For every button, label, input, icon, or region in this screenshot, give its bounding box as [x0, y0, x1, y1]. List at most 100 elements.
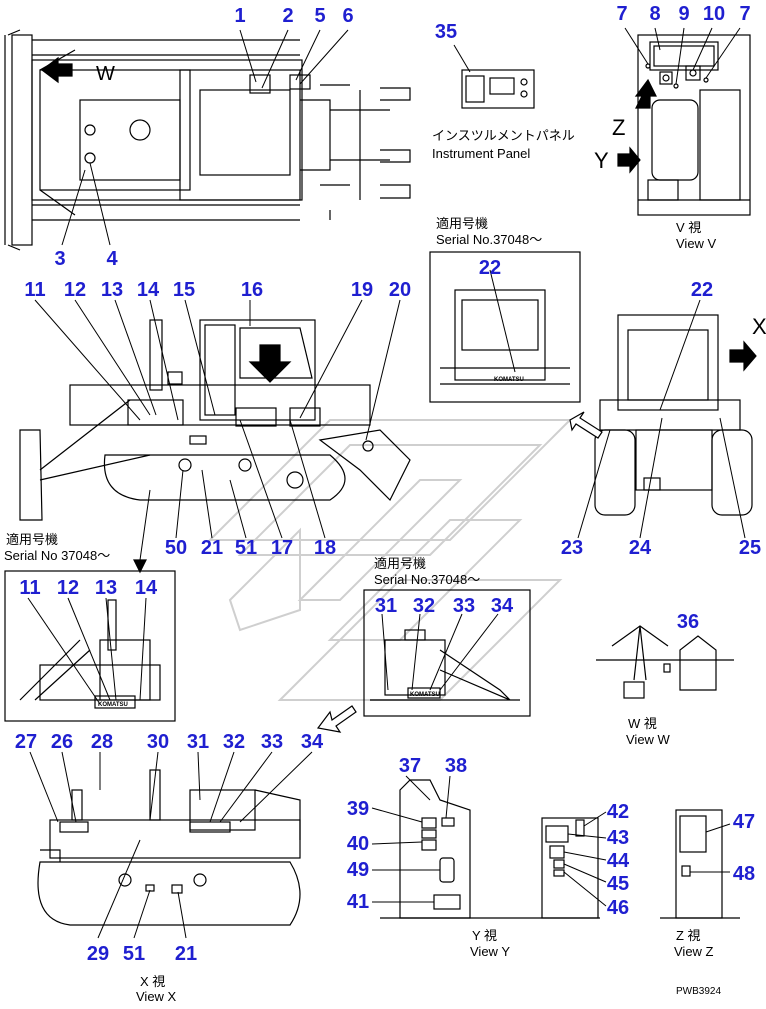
rear-serial-jp: 適用号機 [436, 216, 488, 231]
rear-brand-label: KOMATSU [494, 377, 524, 383]
callout-12: 12 [64, 279, 86, 301]
callout-51b: 51 [123, 943, 145, 965]
top-view-drawing [4, 29, 411, 251]
callout-23: 23 [561, 537, 583, 559]
callout-8: 8 [649, 3, 660, 25]
mid-brand-label: KOMATSU [410, 692, 440, 698]
callout-30: 30 [147, 731, 169, 753]
callout-49: 49 [347, 859, 369, 881]
callout-32a: 32 [413, 595, 435, 617]
view-y-drawing [371, 775, 607, 919]
rear-view-drawing [594, 314, 753, 516]
side-inset-frame [4, 570, 176, 722]
callout-inset-12: 12 [57, 577, 79, 599]
callout-39: 39 [347, 798, 369, 820]
callout-40: 40 [347, 833, 369, 855]
callout-16: 16 [241, 279, 263, 301]
arrow-y [617, 146, 641, 174]
callout-18: 18 [314, 537, 336, 559]
callout-inset-11: 11 [19, 577, 40, 599]
callout-48: 48 [733, 863, 755, 885]
callout-34b: 34 [301, 731, 324, 753]
callout-13: 13 [101, 279, 123, 301]
callout-7a: 7 [616, 3, 627, 25]
view-v-leaders [624, 27, 741, 85]
callout-9: 9 [678, 3, 689, 25]
callout-27: 27 [15, 731, 37, 753]
callout-22a: 22 [479, 257, 501, 279]
letter-x: X [752, 314, 766, 339]
callout-layer: 1 2 5 6 3 4 35 7 8 9 10 7 11 12 13 14 15… [15, 3, 761, 965]
callout-51a: 51 [235, 537, 257, 559]
view-w-caption-jp: W 視 [628, 716, 657, 731]
callout-34a: 34 [491, 595, 514, 617]
callout-41: 41 [347, 891, 369, 913]
view-y-caption-jp: Y 視 [472, 928, 497, 943]
mid-serial-frame [363, 589, 531, 717]
mid-serial-jp: 適用号機 [374, 556, 426, 571]
callout-33b: 33 [261, 731, 283, 753]
drawing-code: PWB3924 [676, 986, 721, 997]
instrument-panel-drawing [453, 44, 535, 109]
top-view-leaders [61, 29, 349, 246]
arrow-to-inset [133, 559, 147, 574]
mid-serial-en: Serial No.37048～ [374, 572, 480, 587]
callout-20: 20 [389, 279, 411, 301]
callout-33a: 33 [453, 595, 475, 617]
view-v-caption-jp: V 視 [676, 220, 701, 235]
callout-26: 26 [51, 731, 73, 753]
callout-46: 46 [607, 897, 629, 919]
instrument-panel-label-en: Instrument Panel [432, 146, 530, 161]
side-view-drawing [19, 319, 411, 521]
arrow-z [634, 78, 657, 109]
view-v-caption-en: View V [676, 236, 717, 251]
callout-5: 5 [314, 5, 325, 27]
callout-25: 25 [739, 537, 761, 559]
label-layer: W インスツルメントパネル Instrument Panel Z Y V 視 V… [4, 63, 766, 1004]
callout-1: 1 [234, 5, 245, 27]
arrow-rear-pointer [569, 411, 603, 439]
callout-21b: 21 [175, 943, 197, 965]
callout-4: 4 [106, 248, 118, 270]
view-y-caption-en: View Y [470, 944, 510, 959]
callout-3: 3 [54, 248, 65, 270]
rear-serial-en: Serial No.37048～ [436, 232, 542, 247]
rear-serial-drawing [440, 269, 570, 385]
view-x-leaders [29, 751, 313, 939]
arrow-w [41, 56, 73, 84]
watermark-logo [207, 419, 573, 701]
view-w-caption-en: View W [626, 732, 671, 747]
callout-11: 11 [24, 279, 45, 301]
callout-7b: 7 [739, 3, 750, 25]
callout-17: 17 [271, 537, 293, 559]
letter-y: Y [594, 148, 609, 173]
inset-brand-label: KOMATSU [98, 702, 128, 708]
view-v-drawing [637, 34, 751, 216]
callout-37: 37 [399, 755, 421, 777]
callout-43: 43 [607, 827, 629, 849]
callout-inset-13: 13 [95, 577, 117, 599]
rear-view-leaders [577, 299, 746, 539]
view-w-drawing [596, 625, 734, 699]
side-serial-jp: 適用号機 [6, 532, 58, 547]
callout-24: 24 [629, 537, 652, 559]
callout-inset-14: 14 [135, 577, 158, 599]
arrow-x [729, 340, 757, 372]
side-inset-drawing [19, 597, 161, 709]
view-letter-w: W [96, 63, 115, 85]
callout-22b: 22 [691, 279, 713, 301]
callout-45: 45 [607, 873, 629, 895]
side-serial-en: Serial No 37048～ [4, 548, 110, 563]
mid-serial-drawing [370, 613, 520, 701]
callout-14: 14 [137, 279, 160, 301]
callout-31a: 31 [375, 595, 397, 617]
rear-serial-frame [429, 251, 581, 403]
callout-36: 36 [677, 611, 699, 633]
view-x-caption-en: View X [136, 989, 177, 1004]
arrow-mid-pointer [316, 705, 357, 733]
callout-10: 10 [703, 3, 725, 25]
callout-50: 50 [165, 537, 187, 559]
callout-21a: 21 [201, 537, 223, 559]
